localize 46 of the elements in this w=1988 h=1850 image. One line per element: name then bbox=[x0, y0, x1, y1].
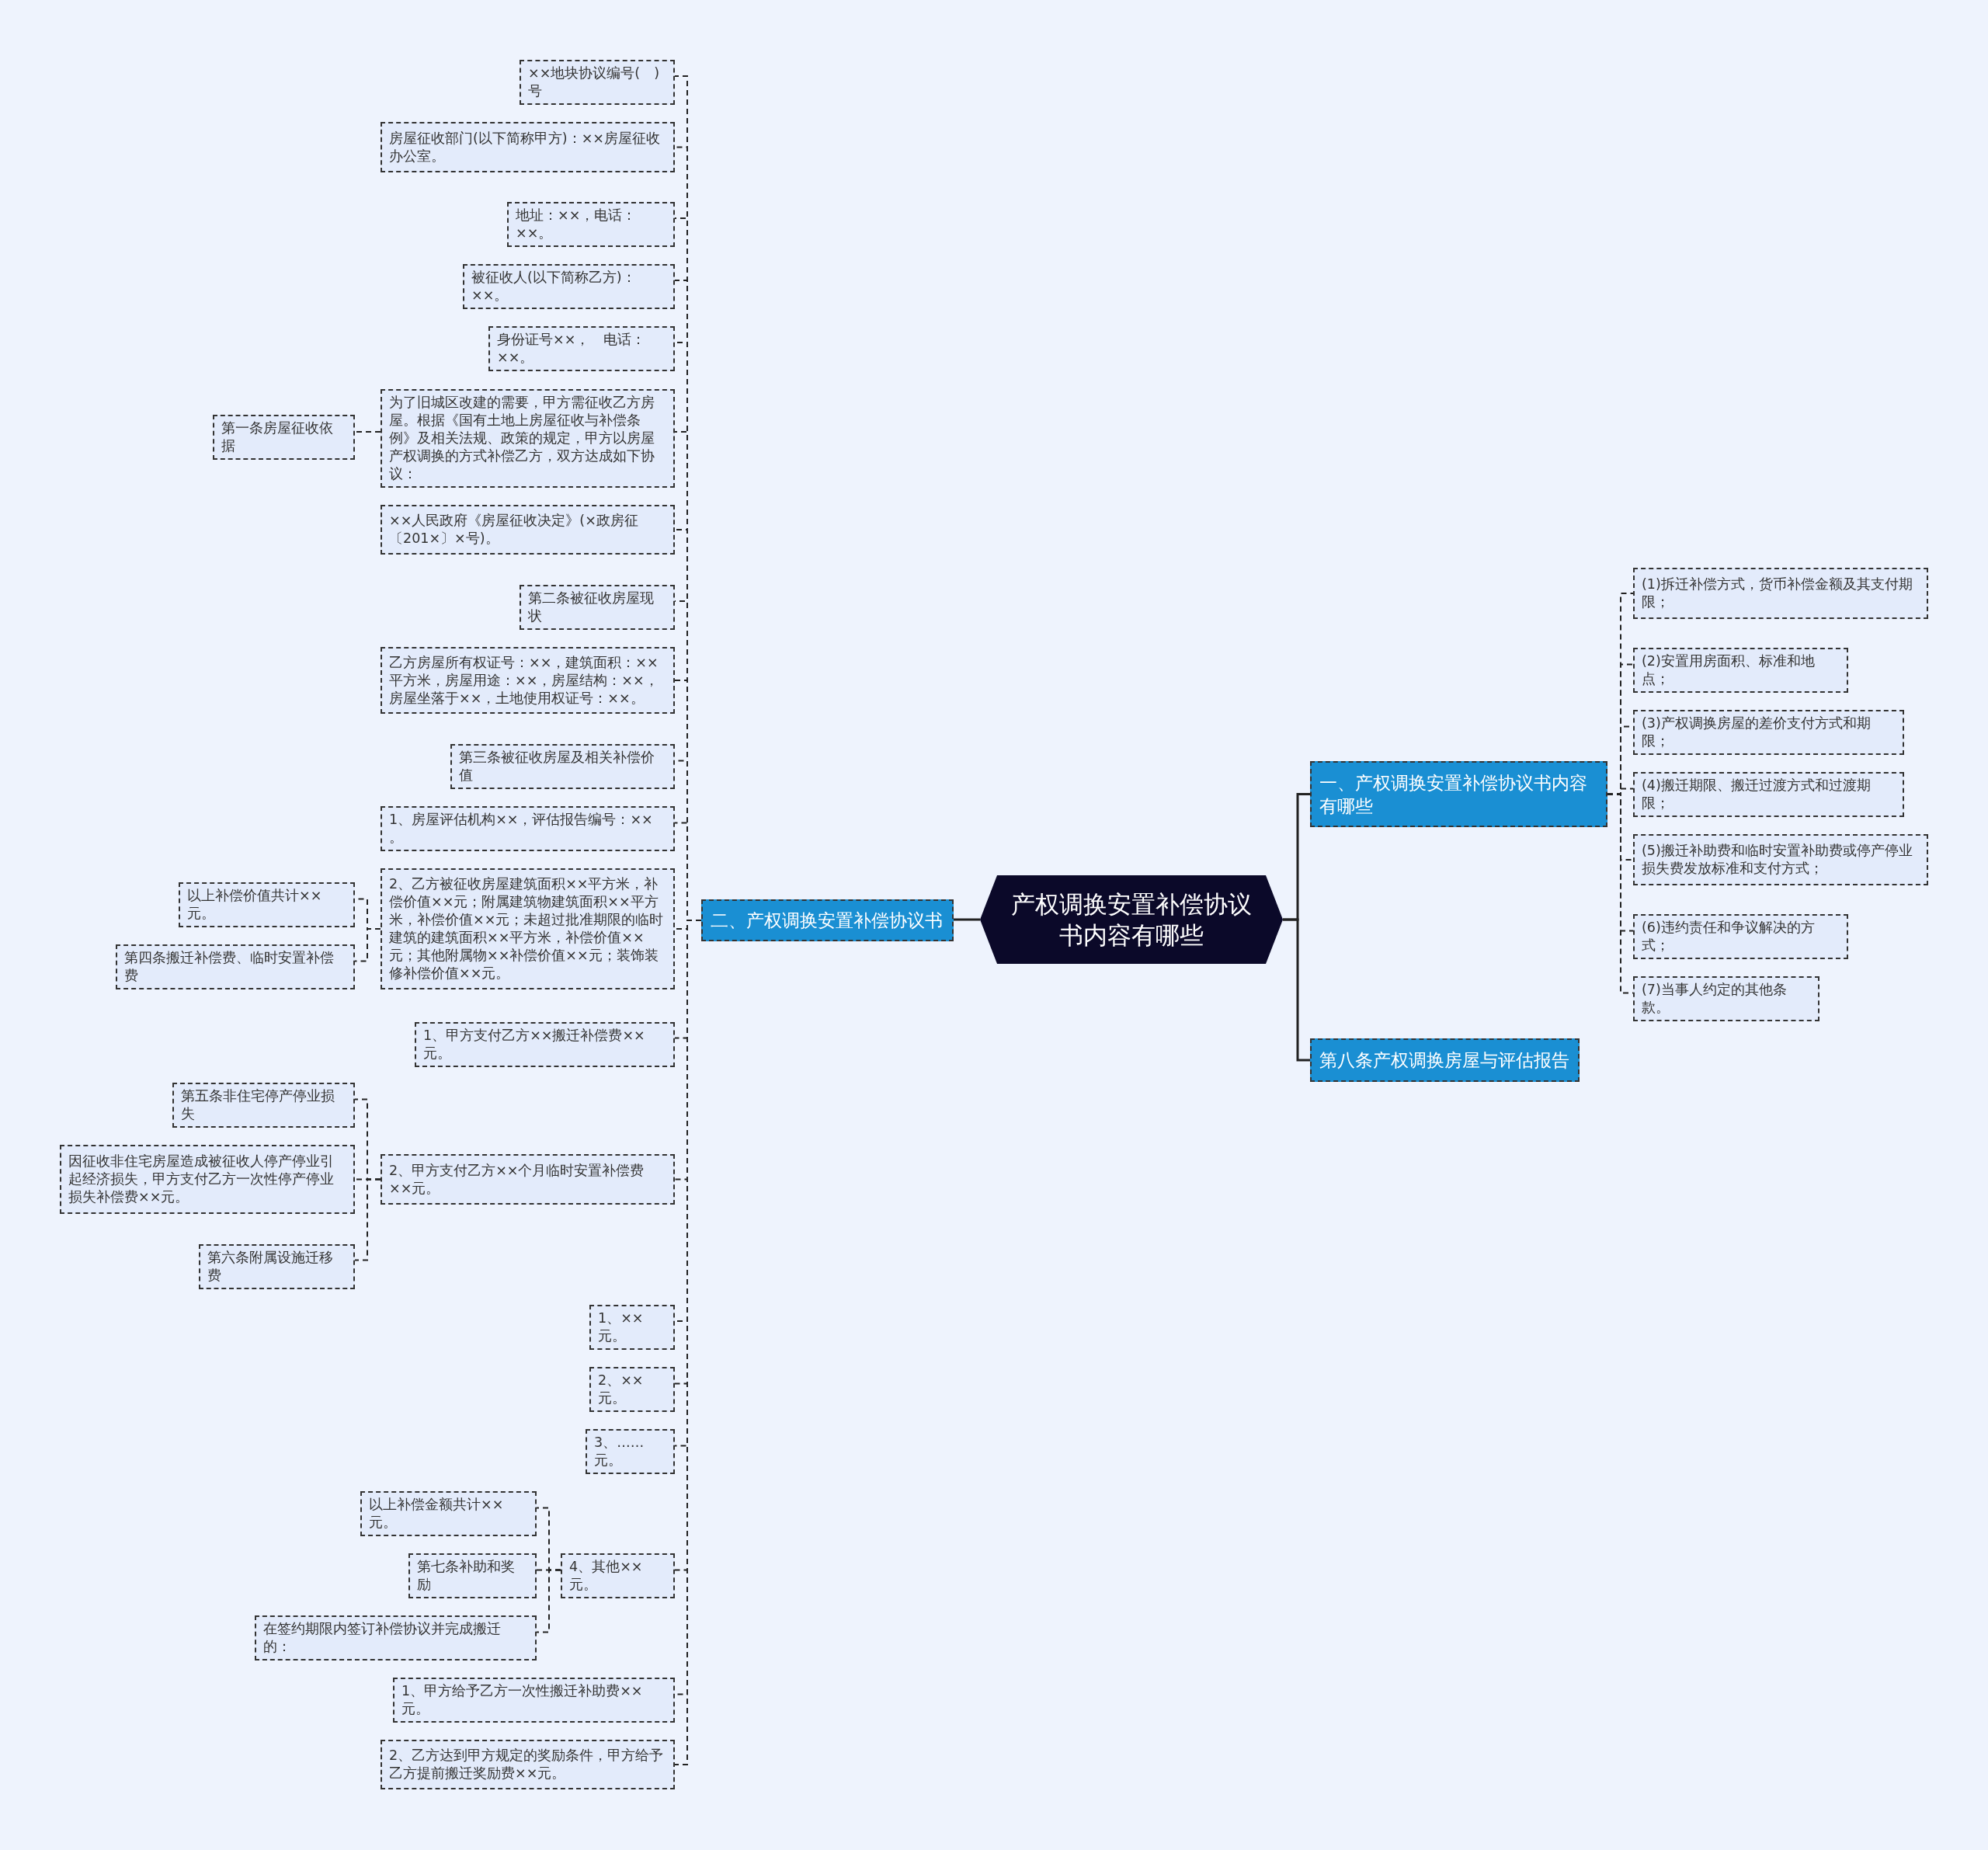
subtopic-box: 为了旧城区改建的需要，甲方需征收乙方房屋。根据《国有土地上房屋征收与补偿条例》及相关法规、政策的规定，甲方以房屋产权调换的方式补偿乙方，双方达成如下协议： bbox=[381, 389, 675, 488]
subtopic-box: (3)产权调换房屋的差价支付方式和期限； bbox=[1633, 710, 1904, 755]
subtopic-box: 1、甲方支付乙方××搬迁补偿费××元。 bbox=[415, 1022, 675, 1067]
subtopic-box: ××人民政府《房屋征收决定》(×政房征〔201×〕×号)。 bbox=[381, 505, 675, 555]
subtopic-box: 第四条搬迁补偿费、临时安置补偿费 bbox=[116, 944, 355, 989]
subtopic-box: 3、……元。 bbox=[586, 1429, 675, 1474]
connector-line bbox=[954, 918, 980, 921]
connector-line bbox=[354, 1178, 381, 1261]
subtopic-box: (4)搬迁期限、搬迁过渡方式和过渡期限； bbox=[1633, 772, 1904, 817]
branch-topic-box: 第八条产权调换房屋与评估报告 bbox=[1310, 1038, 1580, 1082]
subtopic-box: 房屋征收部门(以下简称甲方)：××房屋征收办公室。 bbox=[381, 122, 675, 172]
subtopic-box: 2、乙方达到甲方规定的奖励条件，甲方给予乙方提前搬迁奖励费××元。 bbox=[381, 1740, 675, 1789]
subtopic-box: (1)拆迁补偿方式，货币补偿金额及其支付期限； bbox=[1633, 568, 1928, 619]
subtopic-box: 第三条被征收房屋及相关补偿价值 bbox=[450, 744, 675, 789]
subtopic-box: (6)违约责任和争议解决的方式； bbox=[1633, 914, 1848, 959]
connector-line bbox=[536, 1569, 561, 1633]
central-topic: 产权调换安置补偿协议书内容有哪些 bbox=[980, 875, 1283, 964]
subtopic-box: 1、甲方给予乙方一次性搬迁补助费××元。 bbox=[393, 1678, 675, 1723]
subtopic-box: 第五条非住宅停产停业损失 bbox=[172, 1083, 355, 1128]
subtopic-box: 第二条被征收房屋现状 bbox=[520, 585, 675, 630]
subtopic-box: 被征收人(以下简称乙方)：××。 bbox=[463, 264, 675, 309]
subtopic-box: 以上补偿金额共计××元。 bbox=[360, 1491, 537, 1536]
subtopic-box: (2)安置用房面积、标准和地点； bbox=[1633, 648, 1848, 693]
subtopic-box: 第七条补助和奖励 bbox=[408, 1553, 537, 1598]
subtopic-box: 2、××元。 bbox=[589, 1367, 675, 1412]
subtopic-box: 因征收非住宅房屋造成被征收人停产停业引起经济损失，甲方支付乙方一次性停产停业损失补偿费××元。 bbox=[60, 1145, 355, 1214]
subtopic-box: 身份证号××， 电话：××。 bbox=[488, 326, 675, 371]
subtopic-box: 第六条附属设施迁移费 bbox=[199, 1244, 355, 1289]
subtopic-box: 2、甲方支付乙方××个月临时安置补偿费××元。 bbox=[381, 1154, 675, 1205]
branch-topic-box: 一、产权调换安置补偿协议书内容有哪些 bbox=[1310, 761, 1607, 827]
subtopic-box: 1、××元。 bbox=[589, 1305, 675, 1350]
subtopic-box: 以上补偿价值共计××元。 bbox=[179, 882, 355, 927]
subtopic-box: ××地块协议编号( )号 bbox=[520, 60, 675, 105]
connector-line bbox=[354, 928, 381, 962]
subtopic-box: (7)当事人约定的其他条款。 bbox=[1633, 976, 1819, 1021]
connector-line bbox=[1283, 918, 1310, 1062]
connector-line bbox=[354, 431, 381, 433]
subtopic-box: 在签约期限内签订补偿协议并完成搬迁的： bbox=[255, 1615, 537, 1660]
subtopic-box: 4、其他××元。 bbox=[561, 1553, 675, 1598]
subtopic-box: 乙方房屋所有权证号：××，建筑面积：××平方米，房屋用途：××，房屋结构：××，房屋坐落于××，土地使用权证号：××。 bbox=[381, 647, 675, 714]
subtopic-box: (5)搬迁补助费和临时安置补助费或停产停业损失费发放标准和支付方式； bbox=[1633, 834, 1928, 885]
subtopic-box: 地址：××，电话：××。 bbox=[507, 202, 675, 247]
subtopic-box: 2、乙方被征收房屋建筑面积××平方米，补偿价值××元；附属建筑物建筑面积××平方米，补偿价值××元；未超过批准期限的临时建筑的建筑面积××平方米，补偿价值××元；其他附属物××补偿价值××元；装饰装修补偿价值××元。 bbox=[381, 868, 675, 989]
branch-topic-box: 二、产权调换安置补偿协议书 bbox=[701, 899, 954, 941]
subtopic-box: 1、房屋评估机构××，评估报告编号：×× 。 bbox=[381, 806, 675, 851]
subtopic-box: 第一条房屋征收依据 bbox=[213, 415, 355, 460]
